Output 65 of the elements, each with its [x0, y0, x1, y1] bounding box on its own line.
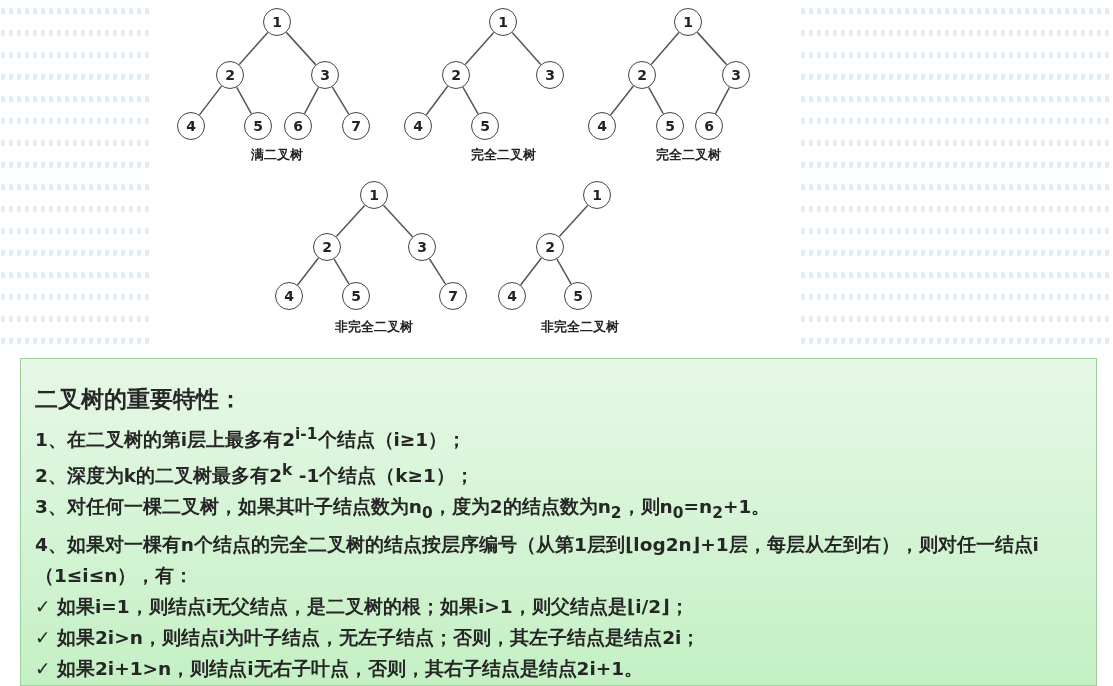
tree-edge — [556, 258, 572, 285]
tree-edge — [331, 86, 350, 115]
tree-edge — [335, 204, 366, 238]
tree-node-circle: 7 — [342, 112, 370, 140]
tree-edge — [333, 258, 350, 285]
tree-node-circle: 2 — [628, 61, 656, 89]
tree-node-circle: 1 — [263, 8, 291, 36]
tree-edge — [650, 31, 680, 66]
tree-node-circle: 1 — [360, 181, 388, 209]
tree-edge — [236, 86, 252, 115]
tree-caption: 满二叉树 — [251, 146, 303, 164]
tree-edge — [648, 86, 664, 115]
tree-edge — [696, 31, 728, 66]
tree-node-circle: 5 — [471, 112, 499, 140]
tree-node-circle: 3 — [536, 61, 564, 89]
tree-node-circle: 2 — [536, 233, 564, 261]
tree-caption: 完全二叉树 — [655, 146, 721, 164]
tree-node-circle: 2 — [216, 61, 244, 89]
property-text: ✓ 如果i=1，则结点i无父结点，是二叉树的根；如果i>1，则父结点是⌊i/2⌋； — [35, 595, 690, 619]
tree-caption: 非完全二叉树 — [335, 318, 413, 336]
tree-node-circle: 1 — [489, 8, 517, 36]
property-text: 4、如果对一棵有n个结点的完全二叉树的结点按层序编号（从第1层到⌊log2n⌋+1层，每层从左到右），则对任一结点i（1≤i≤n），有： — [35, 533, 1040, 588]
property-text: 3、对任何一棵二叉树，如果其叶子结点数为n$_{0}$，度为2的结点数为n$_{2}$，则n$_{0}$=n$_{2}$+1。 — [35, 495, 772, 524]
property-text: 1、在二叉树的第i层上最多有2$^{i-1}$个结点（i≥1）； — [35, 424, 468, 453]
tree-node-circle: 4 — [404, 112, 432, 140]
tree-edge — [296, 257, 320, 286]
tree-edge — [425, 85, 449, 116]
tree-edge — [511, 31, 542, 66]
tree-node-circle: 5 — [656, 112, 684, 140]
tree-edge — [382, 204, 414, 238]
tree-edge — [428, 258, 447, 285]
tree-node-circle: 5 — [564, 282, 592, 310]
panel-heading: 二叉树的重要特性： — [35, 385, 243, 414]
tree-edge — [714, 86, 731, 115]
tree-node-circle: 1 — [583, 181, 611, 209]
property-text: ✓ 如果2i>n，则结点i为叶子结点，无左子结点；否则，其左子结点是结点2i； — [35, 626, 702, 650]
tree-edge — [609, 85, 635, 116]
tree-node-circle: 4 — [275, 282, 303, 310]
tree-edge — [285, 31, 317, 66]
tree-edge — [238, 31, 269, 66]
tree-node-circle: 3 — [722, 61, 750, 89]
tree-edge — [198, 85, 223, 116]
tree-node-circle: 2 — [442, 61, 470, 89]
properties-panel — [20, 358, 1097, 686]
tree-node-circle: 6 — [695, 112, 723, 140]
property-text: 2、深度为k的二叉树最多有2$^{k}$ -1个结点（k≥1）； — [35, 460, 475, 489]
property-text: ✓ 如果2i+1>n，则结点i无右子叶点，否则，其右子结点是结点2i+1。 — [35, 657, 645, 681]
tree-edge — [558, 204, 589, 238]
tree-node-circle: 5 — [244, 112, 272, 140]
tree-edge — [464, 31, 495, 66]
tree-node-circle: 4 — [177, 112, 205, 140]
tree-node-circle: 3 — [408, 233, 436, 261]
tree-edge — [519, 257, 543, 286]
tree-node-circle: 5 — [342, 282, 370, 310]
tree-node-circle: 7 — [439, 282, 467, 310]
tree-edge — [462, 86, 479, 115]
tree-caption: 非完全二叉树 — [541, 318, 619, 336]
tree-node-circle: 4 — [588, 112, 616, 140]
tree-node-circle: 2 — [313, 233, 341, 261]
tree-node-circle: 1 — [674, 8, 702, 36]
tree-node-circle: 3 — [311, 61, 339, 89]
tree-caption: 完全二叉树 — [470, 146, 536, 164]
tree-node-circle: 4 — [498, 282, 526, 310]
tree-node-circle: 6 — [284, 112, 312, 140]
tree-edge — [303, 86, 320, 115]
